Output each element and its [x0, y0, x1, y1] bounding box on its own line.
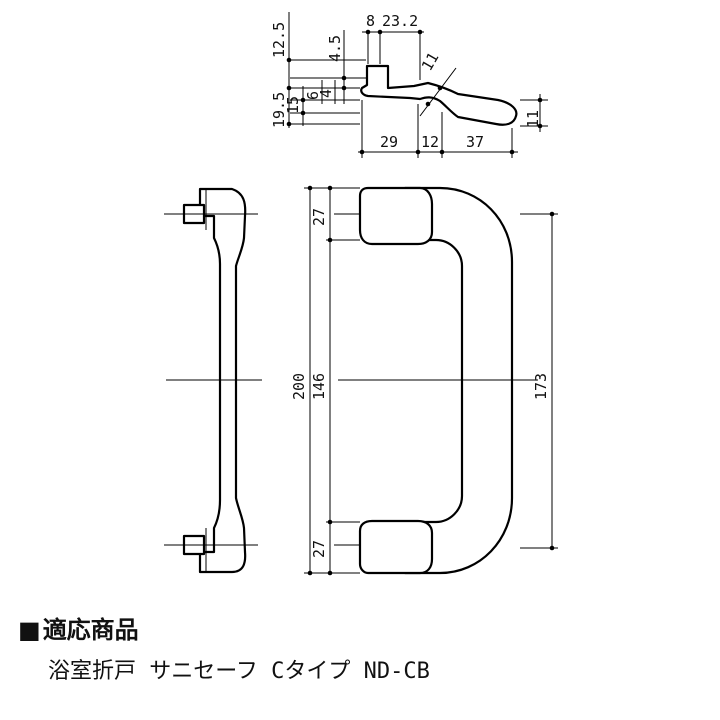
dim-12: 12 — [421, 133, 439, 151]
dim-146: 146 — [310, 373, 328, 400]
dim-200: 200 — [290, 373, 308, 400]
side-view — [164, 187, 262, 574]
dim-29: 29 — [380, 133, 398, 151]
dim-4: 4 — [317, 89, 335, 98]
top-profile — [360, 64, 518, 126]
top-view: 8 23.2 12.5 4.5 19.5 15 6 4 11 11 29 12 … — [270, 12, 548, 158]
front-handle — [403, 186, 514, 575]
product-name: 浴室折戸 サニセーフ Cタイプ ND-CB — [48, 659, 430, 684]
dim-4-5: 4.5 — [326, 35, 344, 62]
dim-6: 6 — [304, 91, 322, 100]
dim-27-bottom: 27 — [310, 540, 328, 558]
dim-12-5: 12.5 — [270, 22, 288, 58]
front-base-top — [358, 186, 434, 246]
dim-23-2: 23.2 — [382, 12, 418, 30]
technical-drawing: 8 23.2 12.5 4.5 19.5 15 6 4 11 11 29 12 … — [164, 12, 558, 576]
dim-15: 15 — [284, 96, 302, 114]
caption: ■適応商品 浴室折戸 サニセーフ Cタイプ ND-CB — [18, 612, 708, 690]
dim-thickness-11: 11 — [524, 110, 542, 128]
square-bullet-icon: ■ — [18, 616, 41, 644]
heading-text: 適応商品 — [42, 616, 139, 644]
dim-27-top: 27 — [310, 208, 328, 226]
dim-19-5: 19.5 — [270, 92, 288, 128]
dim-8: 8 — [366, 12, 375, 30]
dim-angle-11: 11 — [418, 49, 443, 74]
front-base-bottom — [358, 519, 434, 575]
front-view: 200 146 27 27 173 — [290, 185, 558, 576]
dim-173: 173 — [532, 373, 550, 400]
caption-heading: ■適応商品 — [18, 612, 708, 648]
dim-37: 37 — [466, 133, 484, 151]
